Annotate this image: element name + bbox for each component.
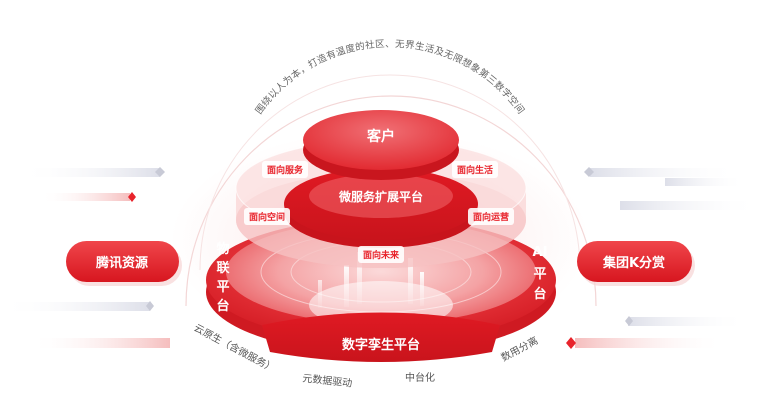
- iot-platform-label: 物 联 平 台: [216, 241, 229, 314]
- group-k-reward-button[interactable]: 集团K分赏: [577, 241, 695, 286]
- svg-text:联: 联: [216, 261, 229, 276]
- tag-future: 面向未来: [358, 246, 404, 263]
- svg-text:物: 物: [216, 241, 229, 257]
- microservice-label: 微服务扩展平台: [338, 189, 423, 204]
- label-data-separation: 数用分离: [499, 334, 540, 364]
- svg-text:面向服务: 面向服务: [267, 164, 304, 176]
- ai-platform-label: AI 平 台: [533, 245, 548, 302]
- top-curve-slogan: 围绕以人为本，打造有温度的社区、无界生活及无限想象第三数字空间: [254, 38, 527, 116]
- svg-text:面向空间: 面向空间: [249, 211, 285, 223]
- svg-text:集团K分赏: 集团K分赏: [602, 255, 665, 271]
- svg-text:腾讯资源: 腾讯资源: [95, 255, 148, 271]
- svg-text:AI: AI: [533, 245, 548, 260]
- svg-text:台: 台: [533, 286, 546, 302]
- light-pillars: [318, 252, 424, 308]
- svg-text:平: 平: [533, 267, 546, 282]
- svg-text:面向未来: 面向未来: [363, 249, 400, 261]
- svg-text:台: 台: [216, 298, 229, 314]
- customer-label: 客户: [366, 128, 395, 145]
- tag-life: 面向生活: [452, 161, 498, 178]
- tencent-resources-button[interactable]: 腾讯资源: [66, 241, 182, 286]
- digital-twin-label: 数字孪生平台: [342, 337, 420, 353]
- label-metadata-driven: 元数据驱动: [302, 371, 353, 389]
- microservice-platform: [284, 168, 478, 248]
- tag-space: 面向空间: [244, 208, 290, 225]
- svg-text:平: 平: [216, 280, 229, 295]
- tag-service: 面向服务: [262, 161, 308, 178]
- label-middle-platform: 中台化: [405, 371, 435, 384]
- svg-text:面向运营: 面向运营: [473, 211, 509, 223]
- svg-text:面向生活: 面向生活: [457, 164, 493, 176]
- customer-disc: [303, 110, 459, 180]
- digital-twin-band: [262, 312, 500, 362]
- left-decor-streaks: [0, 167, 170, 348]
- right-decor-streaks: [566, 167, 759, 349]
- tag-operations: 面向运营: [468, 208, 514, 225]
